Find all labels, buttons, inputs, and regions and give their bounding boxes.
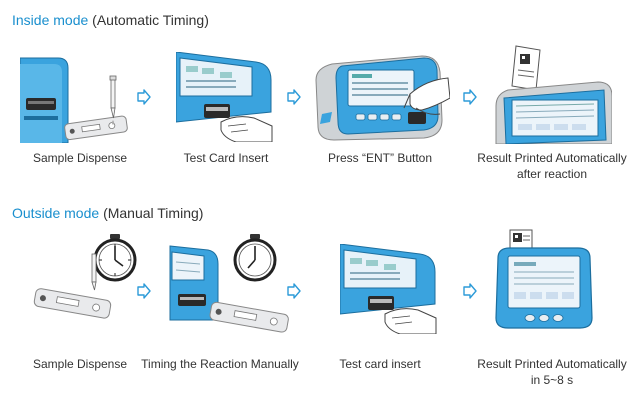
- arrow-right-icon: [287, 89, 301, 105]
- inside-step-1-caption: Sample Dispense: [32, 151, 128, 165]
- inside-mode-title: Inside mode (Automatic Timing): [12, 12, 209, 28]
- outside-timing-illustration: [169, 234, 289, 333]
- arrow-right-icon: [463, 283, 477, 299]
- outside-step-4-caption-line2: in 5~8 s: [530, 373, 574, 387]
- outside-step-3-caption: Test card insert: [339, 357, 421, 371]
- stopwatch-icon: [93, 234, 137, 282]
- stopwatch-icon: [233, 234, 277, 282]
- inside-step-2-caption: Test Card Insert: [183, 151, 269, 165]
- inside-mode-subtitle: (Automatic Timing): [92, 12, 209, 28]
- outside-mode-label: Outside mode: [12, 205, 100, 221]
- arrow-right-icon: [287, 283, 301, 299]
- arrow-right-icon: [137, 89, 151, 105]
- arrow-right-icon: [463, 89, 477, 105]
- inside-sample-dispense-illustration: [20, 57, 128, 143]
- inside-press-ent-illustration: [315, 55, 450, 141]
- outside-sample-dispense-illustration: [33, 234, 137, 319]
- arrow-right-icon: [137, 283, 151, 299]
- outside-mode-subtitle: (Manual Timing): [103, 205, 204, 221]
- inside-card-insert-illustration: [176, 52, 273, 142]
- inside-step-4-caption: Result Printed Automatically: [477, 151, 627, 165]
- outside-card-insert-illustration: [340, 244, 437, 334]
- inside-step-3-caption: Press “ENT” Button: [327, 151, 433, 165]
- outside-step-4-caption: Result Printed Automatically: [477, 357, 627, 371]
- inside-step-4-caption-line2: after reaction: [516, 167, 588, 181]
- outside-step-2-caption: Timing the Reaction Manually: [141, 357, 299, 371]
- inside-mode-label: Inside mode: [12, 12, 89, 28]
- outside-result-printed-illustration: [495, 229, 593, 329]
- inside-result-printed-illustration: [495, 45, 612, 144]
- outside-step-1-caption: Sample Dispense: [32, 357, 128, 371]
- outside-mode-title: Outside mode (Manual Timing): [12, 205, 203, 221]
